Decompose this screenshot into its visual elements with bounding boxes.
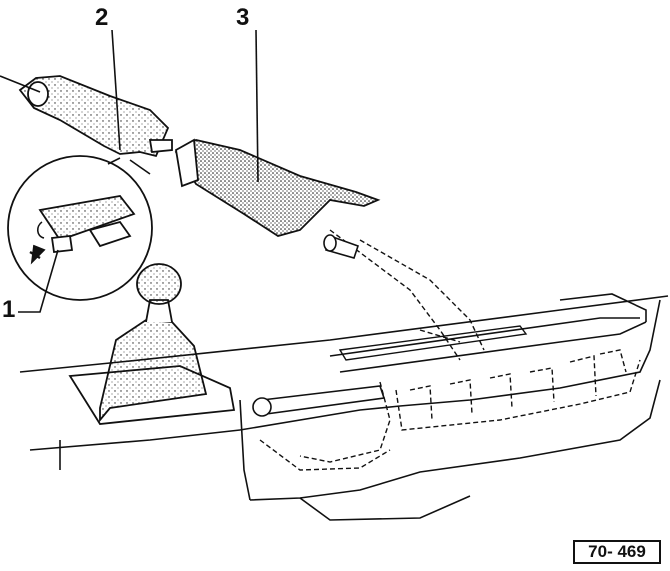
callout-2: 2 (95, 4, 109, 31)
console-slot (338, 325, 528, 361)
lever-grip (18, 75, 173, 158)
console-body (19, 293, 669, 521)
lever-cover (174, 138, 381, 237)
callout-3: 3 (236, 4, 250, 31)
console-hidden-lines (259, 229, 641, 471)
detail-magnifier (7, 155, 153, 301)
leader-lines (0, 29, 259, 313)
gear-shift (68, 263, 236, 425)
figure-number: 70- 469 (573, 540, 661, 564)
callout-1: 1 (2, 296, 16, 323)
lever-rod (252, 234, 386, 417)
